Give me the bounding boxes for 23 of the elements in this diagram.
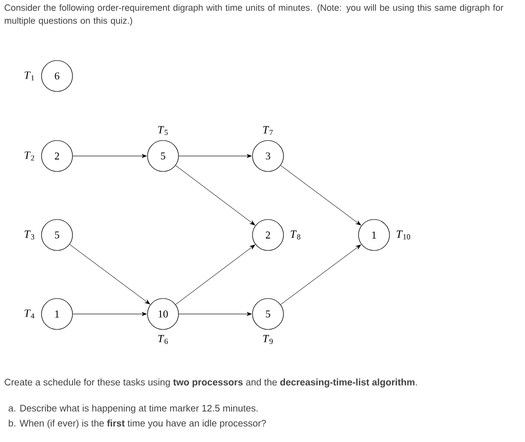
task-label: T$_{10}$	[396, 230, 410, 240]
task-label: T$_{6}$	[158, 335, 168, 344]
arrow	[280, 244, 362, 305]
arrow	[280, 165, 362, 226]
arrow	[175, 244, 256, 305]
question-text: Create a schedule for these tasks using two processors and the decreasing-time-list algorithm.	[4, 378, 417, 388]
arrow	[178, 312, 252, 316]
question-text: b. When (if ever) is the first time you have an idle processor?	[8, 420, 266, 428]
task-label: T$_{3}$	[24, 230, 34, 240]
task-label: T$_{1}$	[24, 72, 34, 80]
task-label: T$_{7}$	[263, 126, 273, 135]
task-label: T$_{2}$	[24, 152, 34, 160]
question-text: Consider the following order-requirement digraph with time units of minutes. (Note: you will be using this same digraph for multiple questions on this quiz.)	[4, 4, 504, 26]
question-text: a. Describe what is happening at time marker 12.5 minutes.	[8, 404, 258, 414]
arrow	[175, 165, 256, 226]
task-label: T$_{5}$	[158, 126, 168, 135]
task-label: T$_{9}$	[263, 335, 273, 344]
arrow	[72, 154, 147, 158]
task-label: T$_{4}$	[24, 310, 34, 318]
arrow	[69, 244, 150, 304]
task-label: T$_{8}$	[290, 230, 300, 240]
arrow	[178, 154, 252, 158]
arrow	[72, 312, 147, 316]
